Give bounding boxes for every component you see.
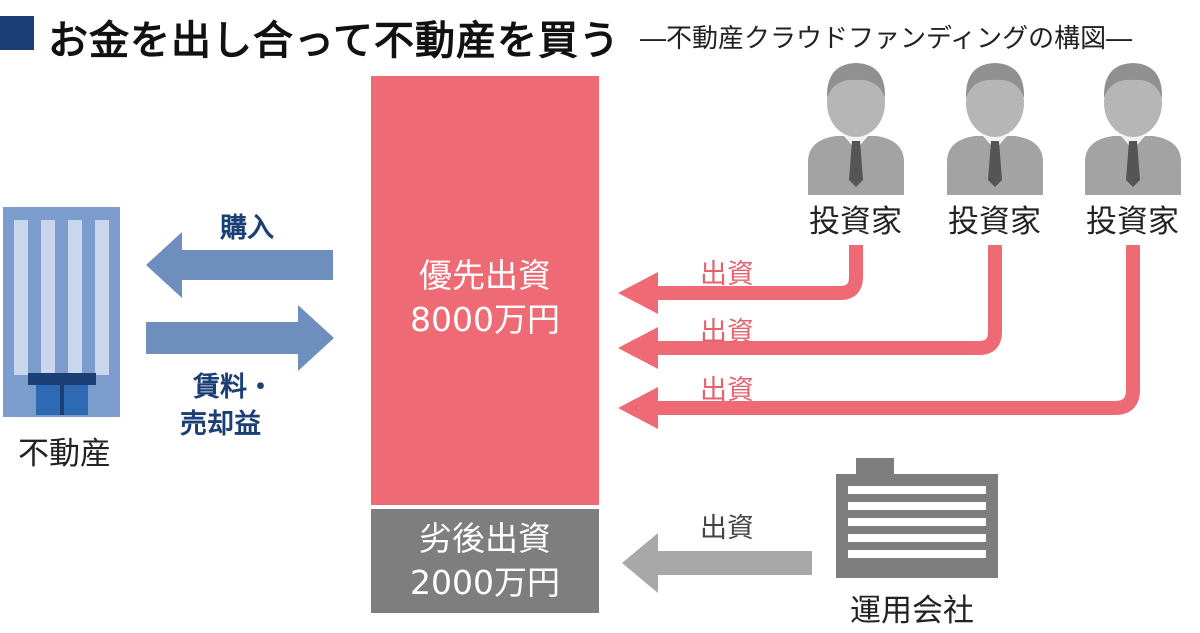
investor-label: 投資家 <box>948 204 1041 240</box>
building-icon <box>3 207 120 417</box>
title-square-icon <box>0 16 34 50</box>
investment-label: 出資 <box>700 375 754 406</box>
title-bar: お金を出し合って不動産を買う ―不動産クラウドファンディングの構図― <box>0 6 1200 64</box>
rent-label-line1: 賃料・ <box>193 372 274 403</box>
purchase-label: 購入 <box>220 213 274 244</box>
page-subtitle: ―不動産クラウドファンディングの構図― <box>640 24 1133 54</box>
senior-title: 優先出資 <box>419 256 551 295</box>
company-building-icon <box>836 458 998 578</box>
junior-title: 劣後出資 <box>419 519 551 558</box>
rent-arrow <box>146 305 334 371</box>
investment-arrow <box>618 245 1140 429</box>
senior-amount: 8000万円 <box>410 300 560 339</box>
page-title: お金を出し合って不動産を買う <box>48 18 620 64</box>
investor-label: 投資家 <box>809 204 902 240</box>
investment-label: 出資 <box>700 259 754 290</box>
operator-label: 運用会社 <box>850 593 974 629</box>
operator-investment-label: 出資 <box>700 513 754 544</box>
investor-label: 投資家 <box>1086 204 1179 240</box>
purchase-arrow <box>146 232 333 298</box>
senior-investment-box: 優先出資 8000万円 <box>371 76 599 505</box>
investor-icon <box>808 63 904 195</box>
investor-icon <box>947 63 1043 195</box>
investment-arrow <box>618 245 1002 369</box>
operator-investment-arrow <box>622 533 812 593</box>
junior-investment-box: 劣後出資 2000万円 <box>371 509 599 613</box>
rent-label-line2: 売却益 <box>180 409 261 440</box>
junior-amount: 2000万円 <box>410 563 560 602</box>
investor-icon <box>1085 63 1181 195</box>
investment-arrow <box>618 245 863 314</box>
property-label: 不動産 <box>18 436 111 472</box>
investment-label: 出資 <box>700 317 754 348</box>
